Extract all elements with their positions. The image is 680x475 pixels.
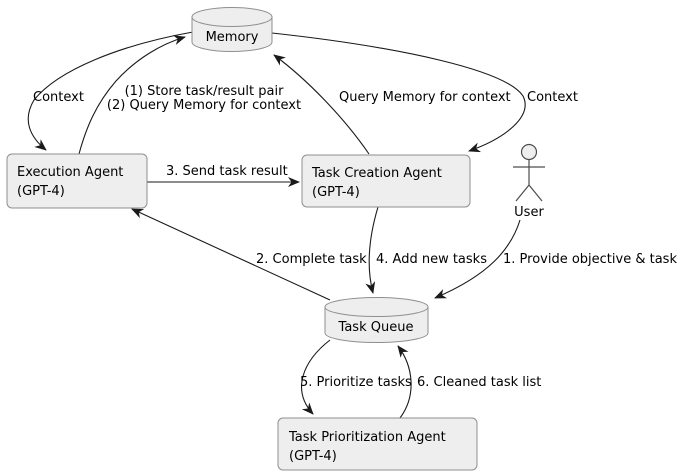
edge-send-task-result-label: 3. Send task result xyxy=(166,164,288,179)
user-label: User xyxy=(514,205,544,220)
execution-agent-box xyxy=(6,153,148,209)
user-actor-body-icon xyxy=(513,159,545,202)
edge-labels: Context (1) Store task/result pair (2) Q… xyxy=(33,84,677,390)
edge-store-query-label-line2: (2) Query Memory for context xyxy=(107,98,301,113)
task-prioritization-agent-node: Task Prioritization Agent (GPT-4) xyxy=(277,417,478,471)
edge-store-query-label-line1: (1) Store task/result pair xyxy=(125,84,285,99)
edge-context-right-label: Context xyxy=(527,90,578,105)
memory-node: Memory xyxy=(191,7,273,52)
task-creation-agent-sublabel: (GPT-4) xyxy=(312,185,360,200)
edge-complete-task-label: 2. Complete task xyxy=(256,252,367,267)
edge-prioritize-tasks-arrow xyxy=(301,339,331,415)
memory-cylinder-rim xyxy=(191,16,273,27)
edge-add-new-tasks-arrow xyxy=(365,206,379,294)
edge-complete-task-arrow xyxy=(131,208,331,301)
execution-agent-label: Execution Agent xyxy=(17,165,123,180)
edges xyxy=(27,31,526,419)
task-queue-cylinder-rim xyxy=(324,306,429,317)
task-creation-agent-node: Task Creation Agent (GPT-4) xyxy=(301,154,471,208)
edge-context-right-arrow xyxy=(271,32,526,153)
edge-context-left-label: Context xyxy=(33,90,84,105)
user-actor-head-icon xyxy=(520,143,538,161)
memory-label: Memory xyxy=(206,30,259,45)
edge-query-memory-arrow xyxy=(273,54,370,155)
task-creation-agent-label: Task Creation Agent xyxy=(311,166,442,181)
execution-agent-node: Execution Agent (GPT-4) xyxy=(6,153,148,209)
user-actor-node: User xyxy=(513,143,545,220)
task-queue-label: Task Queue xyxy=(338,320,414,335)
edge-add-new-tasks-label: 4. Add new tasks xyxy=(376,252,487,267)
task-creation-agent-box xyxy=(301,154,471,208)
edge-cleaned-task-list-arrow xyxy=(397,345,412,419)
edge-context-left-arrow xyxy=(27,31,194,151)
edge-provide-objective-arrow xyxy=(434,219,521,299)
execution-agent-sublabel: (GPT-4) xyxy=(17,184,65,199)
task-prioritization-agent-sublabel: (GPT-4) xyxy=(289,449,337,464)
edge-provide-objective-label: 1. Provide objective & task xyxy=(503,252,677,267)
task-prioritization-agent-label: Task Prioritization Agent xyxy=(288,430,446,445)
task-prioritization-agent-box xyxy=(277,417,478,471)
edge-query-memory-label: Query Memory for context xyxy=(339,90,511,105)
task-queue-node: Task Queue xyxy=(324,297,429,343)
edge-prioritize-tasks-label: 5. Prioritize tasks xyxy=(300,375,412,390)
edge-cleaned-task-list-label: 6. Cleaned task list xyxy=(417,375,541,390)
edge-store-query-arrow xyxy=(78,35,186,155)
